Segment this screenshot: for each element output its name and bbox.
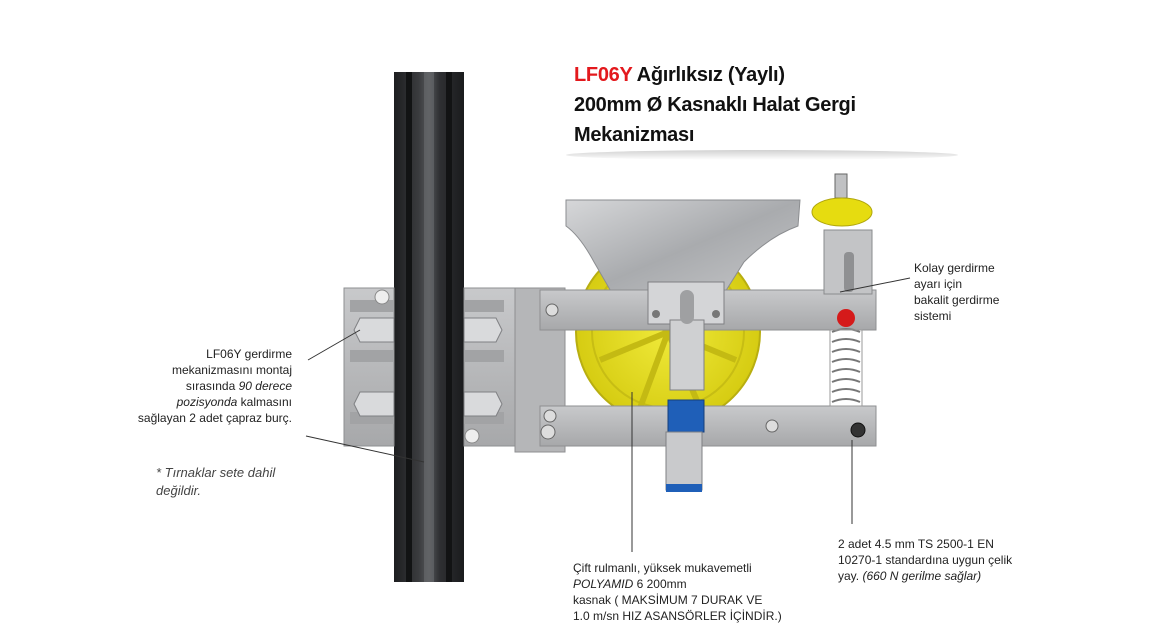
galvanized-bracket bbox=[565, 199, 801, 301]
pulley-annotation: Çift rulmanlı, yüksek mukavemetli POLYAM… bbox=[573, 561, 782, 623]
product-code: LF06Y bbox=[574, 64, 633, 86]
bakelite-knob-annotation: Kolay gerdirme ayarı için bakalit gerdir… bbox=[914, 261, 1000, 323]
product-title: LF06Y Ağırlıksız (Yaylı) 200mm Ø Kasnakl… bbox=[574, 64, 856, 146]
guide-rail bbox=[394, 72, 464, 582]
cross-bush-clips bbox=[353, 317, 503, 417]
leader-knob bbox=[839, 277, 911, 293]
axle-plate bbox=[647, 281, 725, 391]
title-shadow bbox=[566, 150, 958, 160]
cross-bush-annotation: LF06Y gerdirme mekanizmasını montaj sıra… bbox=[137, 347, 292, 425]
tension-frame bbox=[539, 289, 877, 447]
clips-disclaimer: * Tırnaklar sete dahil değildir. bbox=[156, 465, 276, 498]
leader-lines bbox=[305, 277, 911, 552]
leader-cross-bush bbox=[307, 329, 361, 361]
spring-annotation: 2 adet 4.5 mm TS 2500-1 EN 10270-1 stand… bbox=[838, 537, 1013, 583]
blue-rope-clamp bbox=[665, 399, 705, 492]
leader-rail bbox=[305, 435, 425, 463]
tension-spring-assembly bbox=[811, 173, 873, 407]
